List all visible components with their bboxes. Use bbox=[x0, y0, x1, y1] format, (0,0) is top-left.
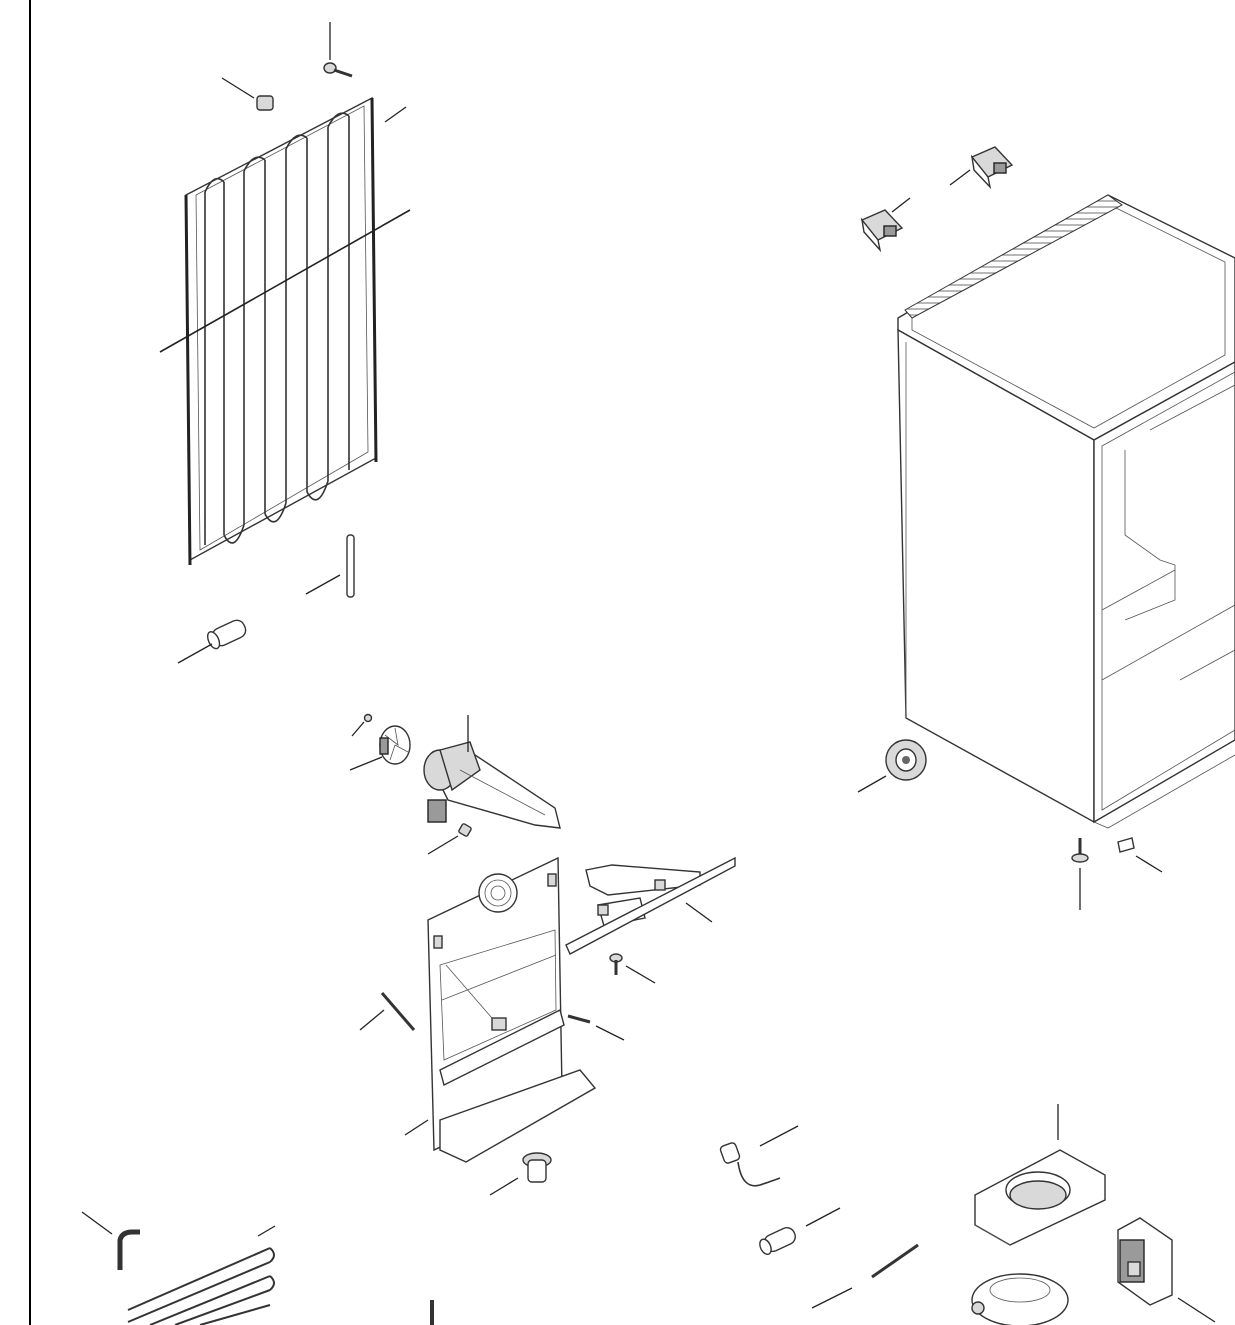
tube-440-part bbox=[759, 1227, 796, 1256]
condenser-part bbox=[184, 96, 378, 566]
bracket-120-part bbox=[565, 856, 736, 955]
rod-146-part bbox=[380, 992, 416, 1031]
section-line bbox=[159, 209, 411, 353]
foot-160-part bbox=[522, 1152, 552, 1183]
nut-410-part bbox=[256, 95, 274, 111]
relay-box-part bbox=[1117, 1217, 1173, 1306]
fan-blade-130-part bbox=[379, 725, 411, 765]
cable-330-part bbox=[719, 1142, 781, 1187]
tray-315-part bbox=[974, 1149, 1106, 1246]
tube-430-part bbox=[206, 619, 247, 650]
evaporator-104-part bbox=[127, 1247, 275, 1325]
rod-part bbox=[871, 1243, 919, 1279]
foot-screw-5-part bbox=[1071, 838, 1089, 863]
compressor-part bbox=[971, 1273, 1069, 1325]
rod-390-part bbox=[346, 534, 355, 598]
screw-125-part bbox=[458, 823, 472, 837]
pad-590-part bbox=[1117, 837, 1135, 853]
wheel-15-part bbox=[885, 739, 927, 781]
back-panel-140-part bbox=[427, 856, 597, 1163]
fan-motor-110-part bbox=[423, 741, 561, 829]
screw-150-part bbox=[567, 1014, 591, 1024]
cabinet-part bbox=[897, 194, 1235, 829]
screw-122-part bbox=[609, 953, 623, 975]
screw-400-part bbox=[323, 62, 353, 78]
fitting-103-part bbox=[117, 1229, 140, 1270]
cap-700-part bbox=[860, 146, 1014, 253]
washer-135-part bbox=[363, 713, 373, 723]
